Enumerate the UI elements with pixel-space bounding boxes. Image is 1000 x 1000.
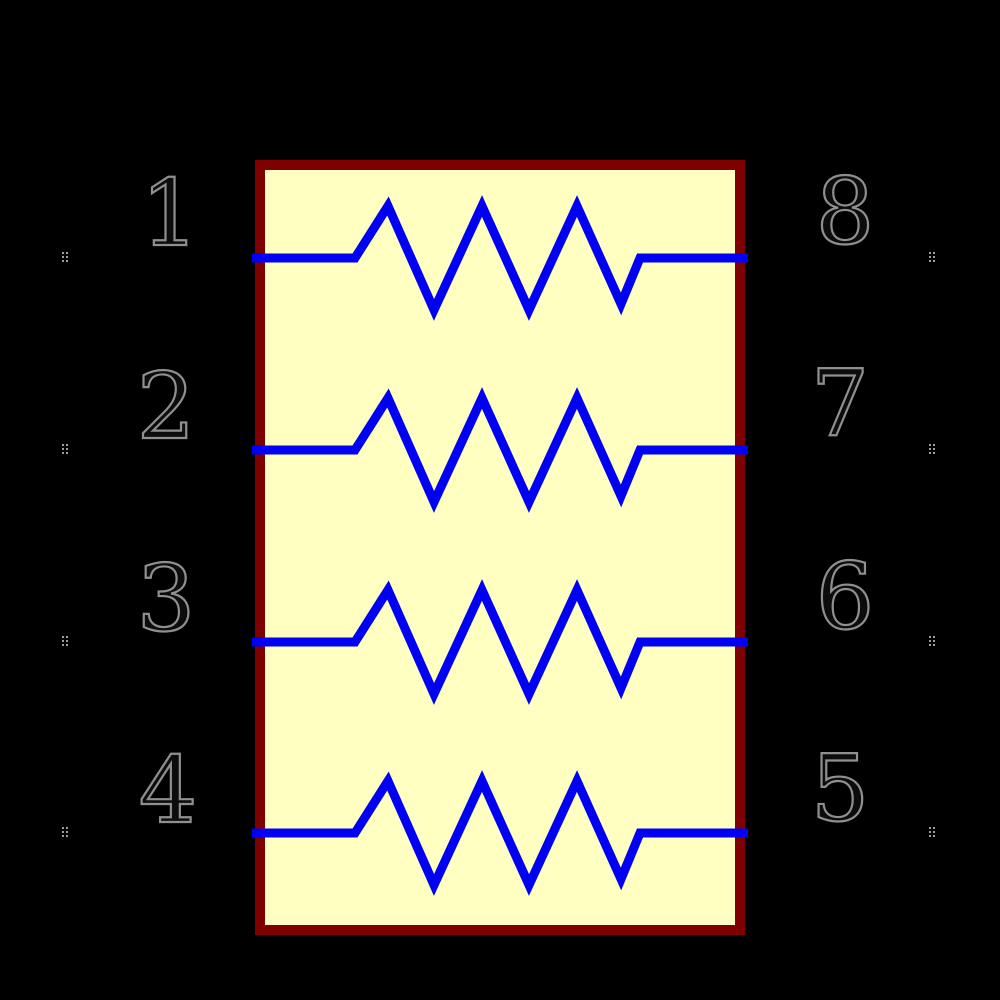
pin-number-left-4: 4 [138, 737, 199, 844]
pin-endpoint-marker-right-7[interactable] [929, 444, 935, 454]
component-body[interactable] [255, 160, 745, 935]
pin-endpoint-marker-right-8[interactable] [929, 252, 935, 262]
resistor-symbol-4[interactable] [252, 770, 748, 896]
pin-endpoint-marker-left-2[interactable] [62, 444, 68, 454]
pin-number-left-2: 2 [136, 353, 197, 460]
pin-number-left-1: 1 [140, 160, 201, 267]
pin-endpoint-marker-left-4[interactable] [62, 827, 68, 837]
resistor-symbol-1[interactable] [252, 195, 748, 321]
pin-number-right-7: 7 [810, 350, 871, 457]
pin-number-right-5: 5 [810, 735, 871, 842]
pin-endpoint-marker-right-5[interactable] [929, 827, 935, 837]
resistor-symbol-2[interactable] [252, 387, 748, 513]
pin-number-right-8: 8 [815, 158, 876, 265]
pin-endpoint-marker-left-3[interactable] [62, 636, 68, 646]
pin-endpoint-marker-right-6[interactable] [929, 636, 935, 646]
pin-number-right-6: 6 [815, 543, 876, 650]
pin-endpoint-marker-left-1[interactable] [62, 252, 68, 262]
pin-number-left-3: 3 [136, 545, 197, 652]
resistor-symbol-3[interactable] [252, 579, 748, 705]
